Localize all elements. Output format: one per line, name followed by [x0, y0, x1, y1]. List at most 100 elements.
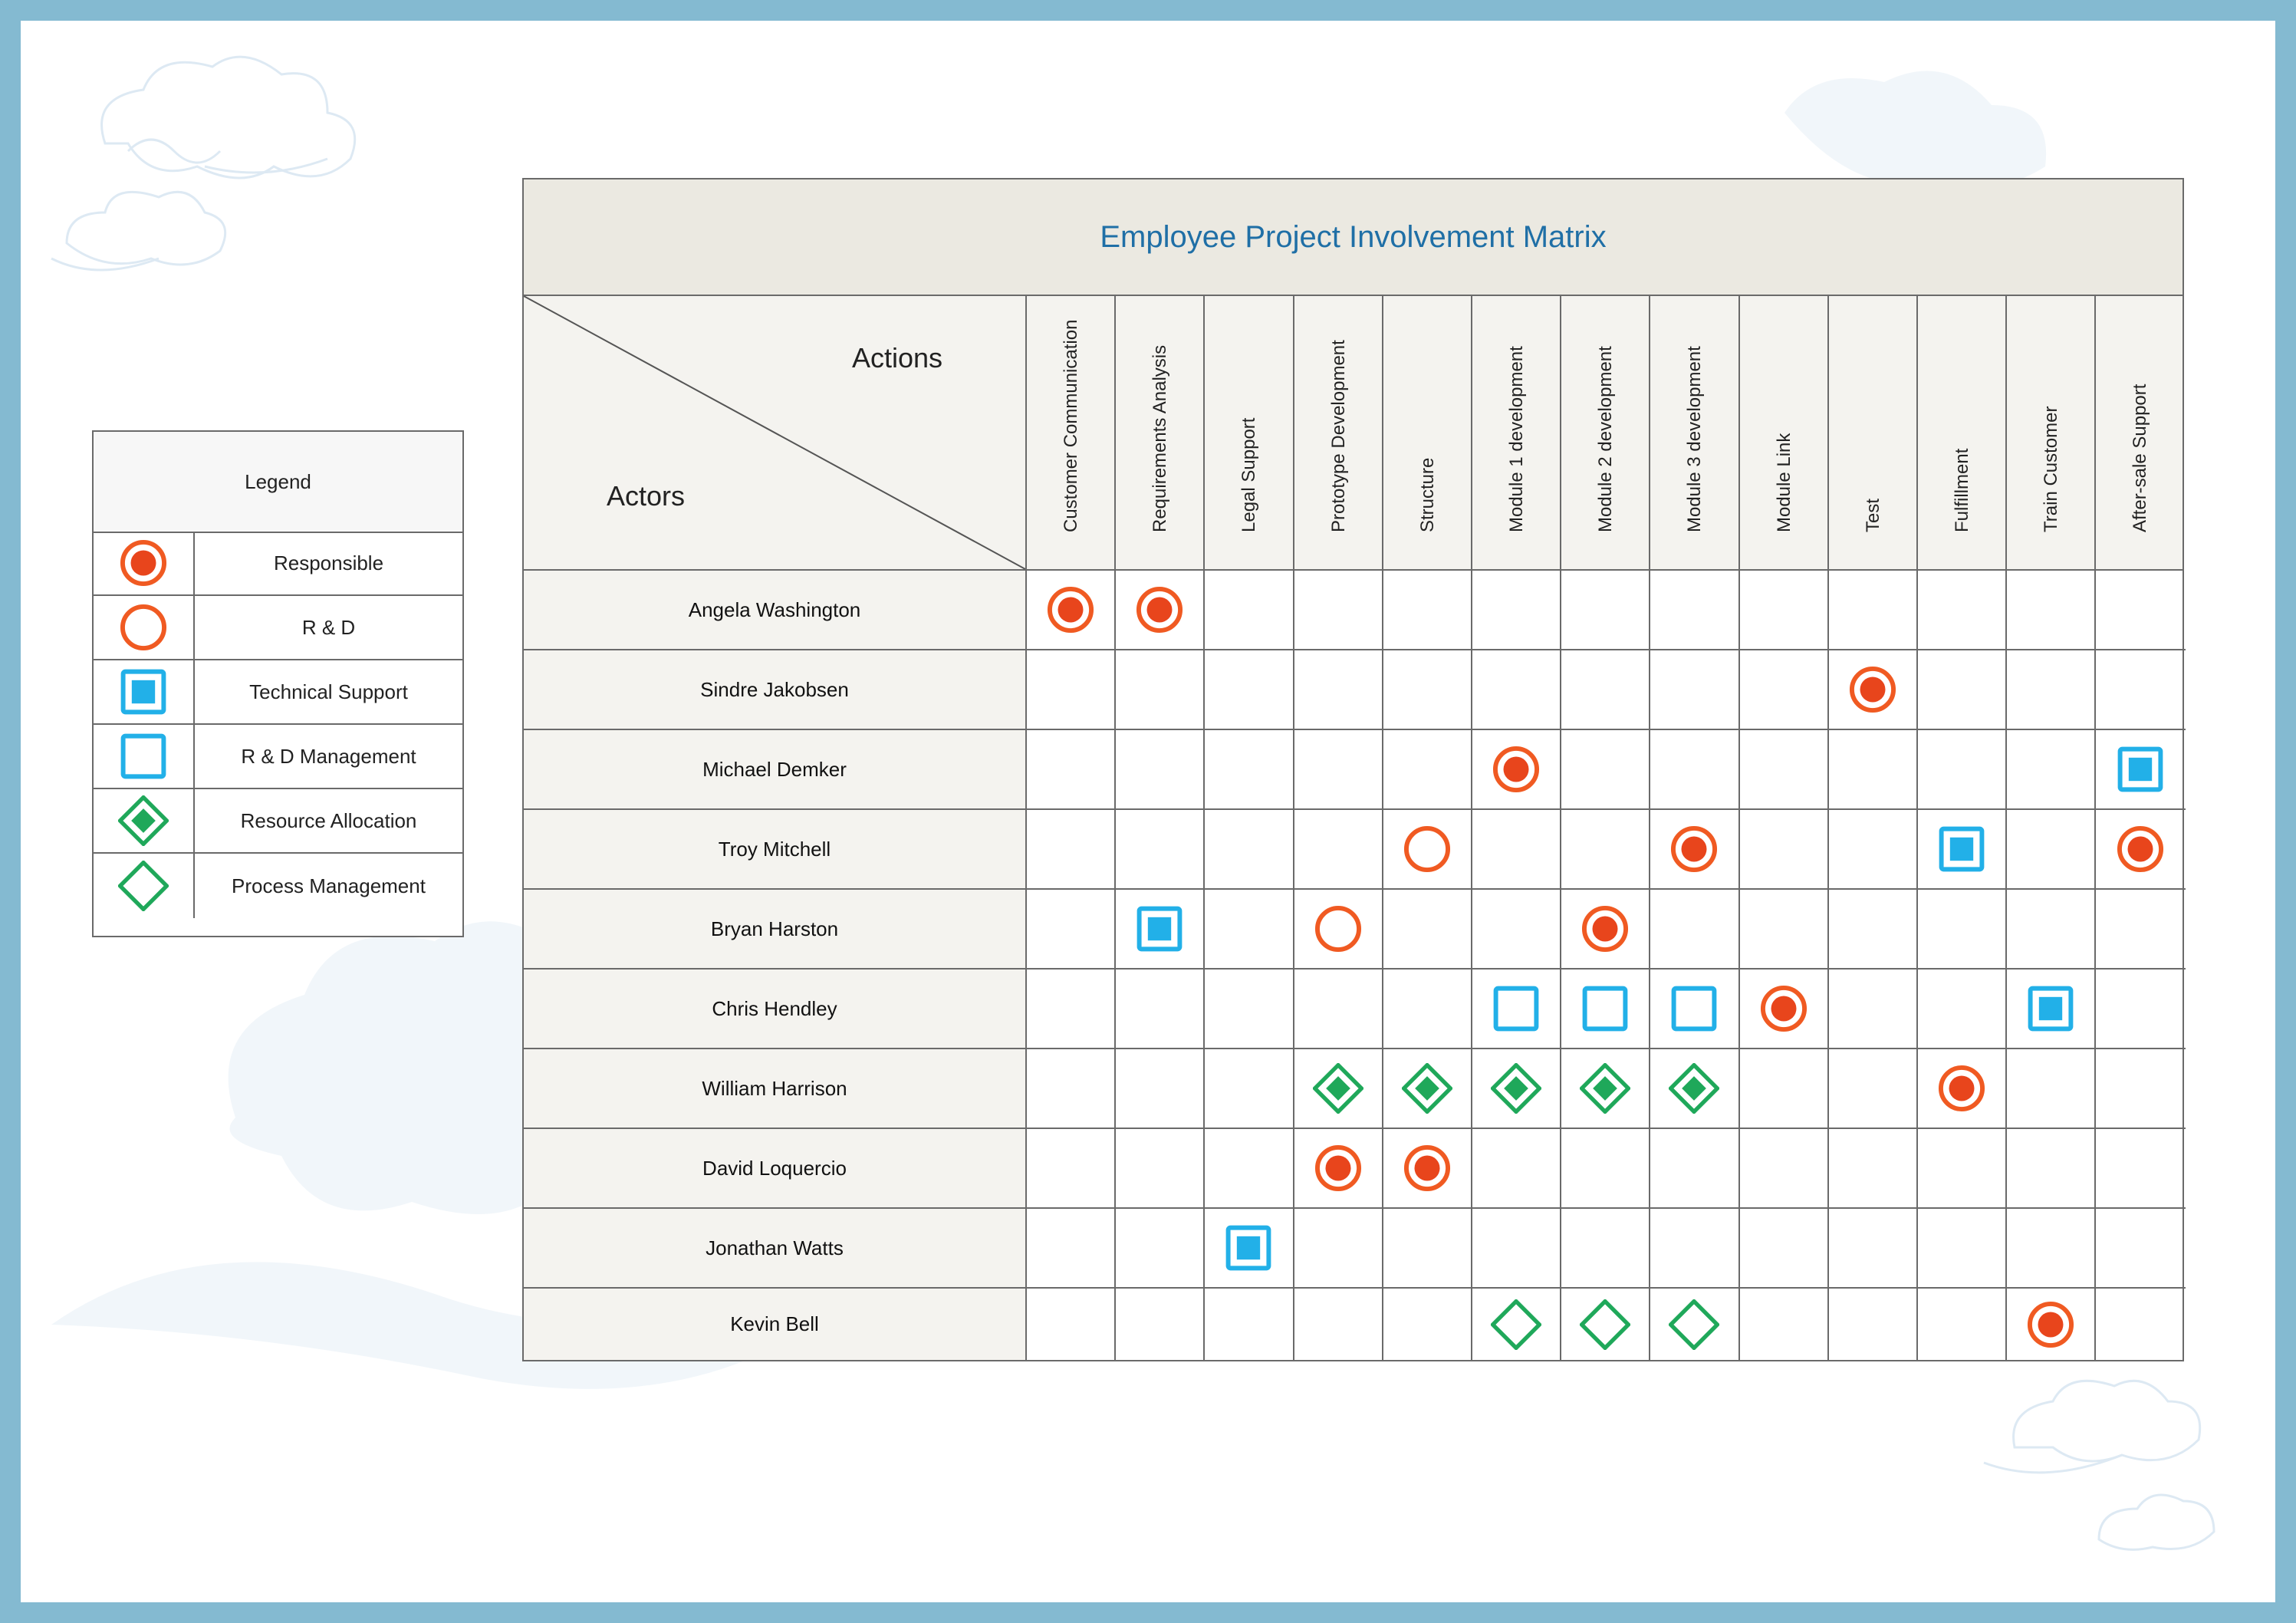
filled-square-icon — [1223, 1223, 1274, 1273]
matrix-cell — [1472, 730, 1562, 810]
matrix-cell — [2007, 1209, 2097, 1289]
matrix-cell — [1918, 1049, 2008, 1129]
actors-axis-label: Actors — [607, 480, 686, 512]
actor-name: Kevin Bell — [524, 1289, 1027, 1360]
filled-square-icon — [1936, 824, 1987, 874]
legend-row-rd-management: R & D Management — [94, 725, 462, 789]
matrix-cell — [1918, 571, 2008, 650]
matrix-cell — [1294, 650, 1383, 730]
matrix-cell — [1561, 970, 1651, 1049]
matrix-cell — [1472, 1129, 1562, 1209]
column-header-label: Customer Communication — [1061, 319, 1081, 532]
column-header-label: Train Customer — [2041, 406, 2062, 532]
matrix-cell — [1205, 571, 1294, 650]
empty-square-icon — [1491, 983, 1541, 1034]
matrix-cell — [1828, 890, 1918, 970]
technical-support-filled-square-icon — [94, 660, 195, 723]
matrix-cell — [1027, 650, 1117, 730]
matrix-cell — [1739, 890, 1829, 970]
column-header-legal-support: Legal Support — [1205, 296, 1294, 569]
filled-square-icon — [2115, 744, 2166, 795]
legend-label: Responsible — [273, 551, 384, 574]
matrix-cell — [1918, 650, 2008, 730]
matrix-cell — [1027, 890, 1117, 970]
matrix-cell — [1116, 890, 1206, 970]
matrix-cell — [1739, 970, 1829, 1049]
matrix-cell — [1650, 1289, 1740, 1360]
column-header-prototype-development: Prototype Development — [1294, 296, 1383, 569]
matrix-cell — [1294, 810, 1383, 890]
matrix-cell — [1383, 730, 1472, 810]
matrix-cell — [1829, 1289, 1918, 1360]
matrix-cell — [1383, 1209, 1472, 1289]
matrix-cell — [1739, 730, 1829, 810]
matrix-cell — [2096, 571, 2186, 650]
rd-empty-circle-icon — [94, 596, 195, 659]
matrix-cell — [1294, 730, 1383, 810]
matrix-cell — [1650, 730, 1740, 810]
matrix-cell — [1739, 810, 1829, 890]
corner-diagonal-line — [524, 296, 1025, 569]
matrix-cell — [1116, 1289, 1206, 1360]
matrix-cell — [1205, 970, 1294, 1049]
responsible-filled-circle-icon — [94, 532, 195, 594]
matrix-cell — [1561, 1049, 1651, 1129]
filled-circle-icon — [1936, 1063, 1987, 1114]
column-header-label: Module 3 development — [1684, 346, 1706, 532]
legend-row-resource-allocation: Resource Allocation — [94, 789, 462, 854]
matrix-cell — [1116, 571, 1206, 650]
matrix-cell — [2007, 730, 2097, 810]
matrix-cell — [1561, 1289, 1651, 1360]
matrix-cell — [2096, 970, 2186, 1049]
matrix-cell — [1205, 1049, 1294, 1129]
matrix-cell — [1918, 970, 2008, 1049]
filled-circle-icon — [1580, 904, 1630, 954]
column-header-label: Prototype Development — [1327, 340, 1349, 532]
matrix-cell — [1828, 1209, 1918, 1289]
matrix-cell — [1739, 1049, 1829, 1129]
matrix-cell — [1561, 730, 1651, 810]
matrix-cell — [1383, 1289, 1472, 1360]
matrix-cell — [1027, 1289, 1117, 1360]
matrix-cell — [2096, 1049, 2186, 1129]
filled-circle-icon — [1847, 664, 1898, 715]
matrix-cell — [2007, 1289, 2097, 1360]
matrix-cell — [1383, 890, 1472, 970]
matrix-cell — [1116, 730, 1206, 810]
column-header-label: After-sale Support — [2130, 384, 2151, 532]
matrix-cell — [1116, 650, 1206, 730]
empty-circle-icon — [1313, 904, 1363, 954]
matrix-cell — [2096, 1129, 2186, 1209]
matrix-cell — [1294, 970, 1383, 1049]
matrix-cell — [1561, 1209, 1651, 1289]
actor-name: Michael Demker — [524, 730, 1027, 810]
legend-row-process-management: Process Management — [94, 854, 462, 918]
matrix-cell — [1205, 1129, 1294, 1209]
matrix-cell — [1027, 730, 1117, 810]
empty-square-icon — [1580, 983, 1630, 1034]
filled-diamond-icon — [1401, 1063, 1452, 1114]
column-header-label: Module Link — [1773, 433, 1794, 532]
filled-diamond-icon — [1491, 1063, 1542, 1114]
column-header-module-1-development: Module 1 development — [1472, 296, 1562, 569]
column-header-label: Module 2 development — [1595, 346, 1617, 532]
matrix-cell — [1650, 650, 1740, 730]
matrix-cell — [1027, 571, 1117, 650]
filled-circle-icon — [1402, 1143, 1452, 1193]
matrix-cell — [1294, 890, 1383, 970]
filled-diamond-icon — [1312, 1063, 1363, 1114]
column-header-train-customer: Train Customer — [2007, 296, 2097, 569]
legend-label: Resource Allocation — [240, 808, 417, 832]
rd-management-empty-square-icon — [94, 725, 195, 788]
matrix-cell — [1561, 810, 1651, 890]
matrix-cell — [1205, 1209, 1294, 1289]
matrix-cell — [2096, 730, 2186, 810]
matrix-cell — [1472, 970, 1562, 1049]
legend-label: R & D — [301, 615, 356, 639]
column-header-label: Module 1 development — [1506, 346, 1527, 532]
matrix-cell — [1918, 1209, 2008, 1289]
filled-circle-icon — [1134, 584, 1185, 635]
filled-circle-icon — [1045, 584, 1096, 635]
matrix-cell — [1828, 970, 1918, 1049]
empty-diamond-icon — [1491, 1299, 1542, 1350]
